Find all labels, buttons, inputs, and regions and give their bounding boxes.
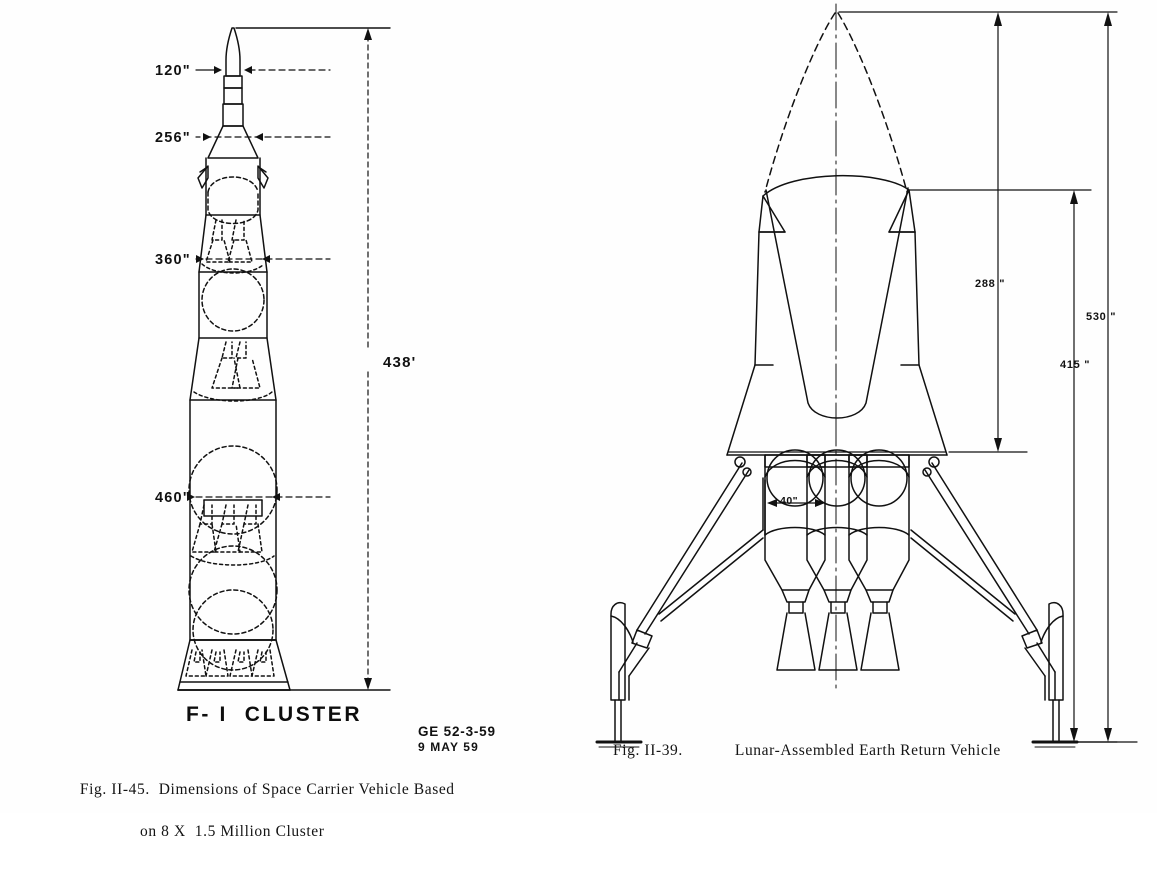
dim-label-256: 256" bbox=[155, 130, 191, 146]
stage1-tank-sphere-upper bbox=[188, 445, 278, 535]
dimension-lines-right bbox=[838, 11, 1138, 743]
engine-module-center bbox=[806, 449, 868, 671]
shoulder-right bbox=[888, 189, 916, 233]
dim-label-40: 40" bbox=[780, 495, 799, 507]
skirt-left bbox=[726, 364, 756, 456]
caption-right-number: Fig. II-39. bbox=[613, 742, 683, 759]
ullage-motor-right bbox=[257, 165, 269, 189]
stage4-body bbox=[205, 157, 261, 216]
skirt-right bbox=[918, 364, 948, 456]
stage2-engines bbox=[193, 341, 273, 402]
leg-right-knee bbox=[1021, 629, 1043, 649]
caption-fig-ii-39: Fig. II-39. Lunar-Assembled Earth Return … bbox=[613, 740, 1001, 761]
dim-label-288: 288 " bbox=[975, 278, 1006, 290]
brace-left-upper bbox=[658, 529, 764, 615]
dim-256 bbox=[195, 133, 331, 141]
drawing-title-f1-cluster: F- I CLUSTER bbox=[186, 703, 363, 726]
stage3-tank-sphere bbox=[201, 268, 265, 332]
dim-40 bbox=[767, 499, 825, 507]
booster-tank-sphere bbox=[192, 589, 274, 671]
dim-120 bbox=[195, 66, 331, 74]
shoulder-left bbox=[758, 195, 786, 233]
stage3-engines bbox=[201, 219, 265, 274]
stage1-mid-engines bbox=[190, 504, 275, 566]
dim-label-360: 360" bbox=[155, 252, 191, 268]
stage1-mid-frame bbox=[203, 499, 263, 517]
document-page: 120" 256" 360" 460" 438' F- I CLUSTER GE… bbox=[0, 0, 1157, 840]
dim-label-120: 120" bbox=[155, 63, 191, 79]
leg-pivot-left-inner bbox=[742, 467, 752, 477]
stage3-body bbox=[198, 271, 268, 339]
caption-right-title: Lunar-Assembled Earth Return Vehicle bbox=[734, 742, 1001, 759]
dim-460 bbox=[187, 493, 331, 501]
stage4-tank-dome-top bbox=[207, 176, 259, 193]
figure-space-carrier-vehicle: 120" 256" 360" 460" 438' F- I CLUSTER GE… bbox=[0, 0, 580, 813]
stage3-interstage bbox=[198, 214, 268, 273]
stage1-tank-sphere-lower bbox=[188, 545, 278, 635]
capsule-body bbox=[222, 103, 244, 127]
ullage-strut-right bbox=[259, 167, 267, 173]
stage4-tank-dome-bottom bbox=[207, 191, 259, 225]
dim-label-460: 460" bbox=[155, 490, 191, 506]
caption-fig-ii-45: Fig. II-45. Dimensions of Space Carrier … bbox=[62, 758, 532, 884]
nose-cone bbox=[225, 27, 241, 77]
caption-left-line-2: on 8 X 1.5 Million Cluster bbox=[140, 823, 325, 840]
dim-360 bbox=[195, 255, 331, 263]
stamp-line-2: 9 MAY 59 bbox=[418, 740, 479, 754]
figure-lunar-return-vehicle: 288 " 530 " 415 " 40" bbox=[577, 0, 1157, 813]
stamp-line-1: GE 52-3-59 bbox=[418, 724, 496, 739]
leg-pivot-right-inner bbox=[922, 467, 932, 477]
ullage-motor-left bbox=[197, 165, 209, 189]
stage2-interstage bbox=[189, 337, 277, 401]
caption-left-line-1: Fig. II-45. Dimensions of Space Carrier … bbox=[79, 781, 455, 798]
right-drawing-svg bbox=[595, 3, 1138, 748]
body-right-wall bbox=[914, 231, 920, 366]
cabin-inner-outline bbox=[765, 187, 909, 419]
left-drawing-svg bbox=[177, 27, 391, 691]
landing-leg-right bbox=[924, 462, 1079, 748]
dim-438-overall bbox=[235, 27, 391, 691]
nose-cone-outline-right bbox=[837, 12, 908, 193]
dim-label-530: 530 " bbox=[1086, 311, 1117, 323]
shroud-top-curve bbox=[762, 174, 910, 197]
dim-label-438: 438' bbox=[383, 354, 417, 371]
capsule-ring-2 bbox=[223, 87, 243, 105]
brace-right-lower bbox=[910, 537, 1014, 622]
engine-module-left bbox=[762, 449, 826, 671]
leg-left-knee bbox=[631, 629, 653, 649]
engine-module-right bbox=[848, 449, 910, 671]
landing-leg-left bbox=[595, 462, 750, 748]
f1-engine-cluster bbox=[185, 649, 275, 677]
ullage-strut-left bbox=[199, 167, 207, 173]
body-left-wall bbox=[754, 231, 760, 366]
nose-cone-outline-left bbox=[764, 12, 836, 193]
adapter-flare bbox=[207, 125, 259, 159]
brace-left-lower bbox=[660, 537, 764, 622]
dim-label-415: 415 " bbox=[1060, 359, 1091, 371]
brace-right-upper bbox=[910, 529, 1016, 615]
capsule-ring-1 bbox=[223, 75, 243, 89]
